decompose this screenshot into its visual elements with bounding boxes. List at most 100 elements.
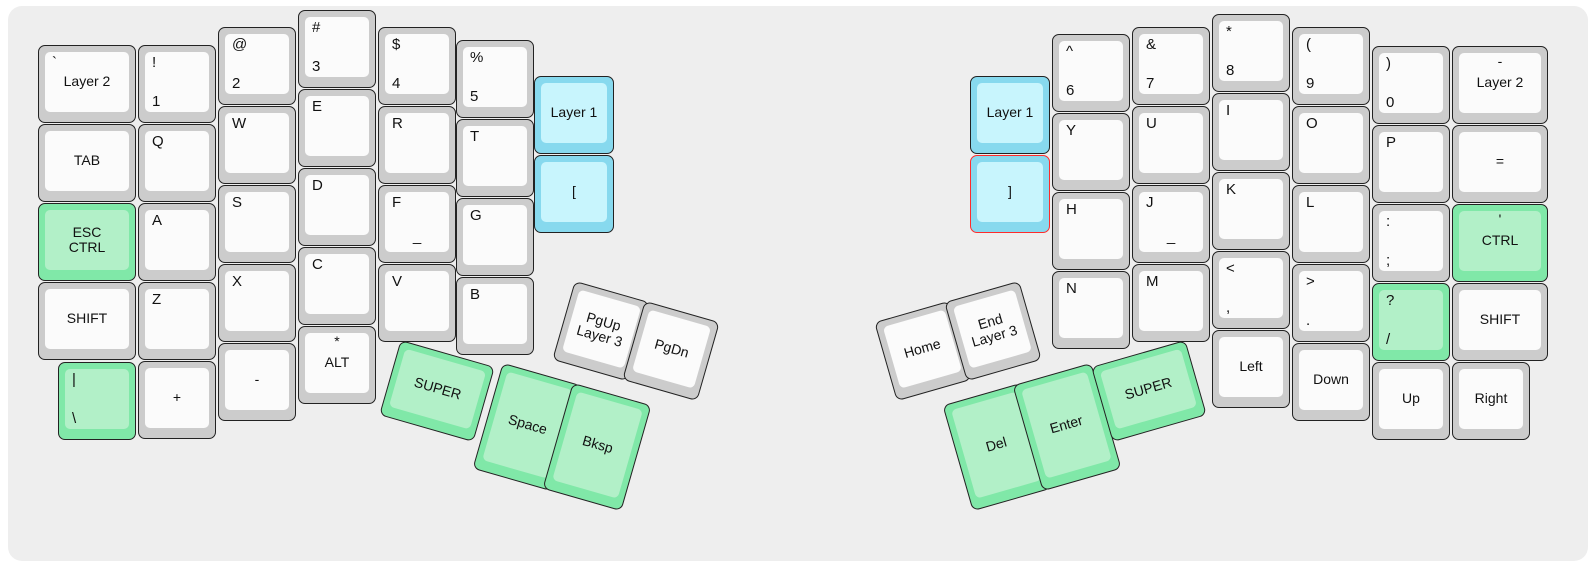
key-right-arrow[interactable]: Right — [1452, 362, 1530, 440]
key-right-index-r-0[interactable]: &7 — [1132, 27, 1210, 105]
key-left-index-2[interactable]: F_ — [378, 185, 456, 263]
key-legend-center: ALT — [324, 354, 350, 371]
key-legend-center: Layer 1 — [550, 104, 598, 121]
key-face: U — [1139, 113, 1203, 173]
key-right-ring-r-0[interactable]: (9 — [1292, 27, 1370, 105]
key-face: T — [463, 126, 527, 186]
key-right-pinky-r-4[interactable]: Up — [1372, 362, 1450, 440]
key-legend-top: V — [392, 273, 403, 290]
key-right-index-r-2[interactable]: J_ — [1132, 185, 1210, 263]
key-legend-bottom: ; — [1386, 251, 1391, 269]
key-pipe-backslash[interactable]: |\ — [58, 362, 136, 440]
key-left-thumb-outer-0[interactable]: Layer 1 — [534, 76, 614, 154]
key-right-thumb-outer-r-1[interactable]: ] — [970, 155, 1050, 233]
key-left-pinky-2[interactable]: A — [138, 203, 216, 281]
key-right-middle-r-3[interactable]: <, — [1212, 251, 1290, 329]
key-legend-center: = — [1495, 153, 1505, 170]
key-left-index-inner-2[interactable]: G — [456, 198, 534, 276]
key-right-pinky-outer-r-2[interactable]: 'CTRL — [1452, 204, 1548, 282]
key-left-ring-4[interactable]: - — [218, 343, 296, 421]
key-legend-top-center: - — [1497, 53, 1503, 69]
key-left-index-inner-0[interactable]: %5 — [456, 40, 534, 118]
key-legend-center: ESC CTRL — [68, 223, 106, 255]
key-right-pinky-r-0[interactable]: )0 — [1372, 46, 1450, 124]
key-legend-top-center: ' — [1498, 211, 1502, 227]
key-right-ring-r-4[interactable]: Down — [1292, 343, 1370, 421]
key-left-middle-0[interactable]: #3 — [298, 10, 376, 88]
key-face: @2 — [225, 34, 289, 94]
key-right-ring-r-1[interactable]: O — [1292, 106, 1370, 184]
key-legend-top: H — [1066, 201, 1077, 218]
key-left-pinky-4[interactable]: + — [138, 361, 216, 439]
key-right-pinky-r-1[interactable]: P — [1372, 125, 1450, 203]
key-left-middle-2[interactable]: D — [298, 168, 376, 246]
key-right-index-inner-r-2[interactable]: H — [1052, 192, 1130, 270]
key-face: G — [463, 205, 527, 265]
key-face: SUPER — [388, 348, 487, 430]
key-right-middle-r-4[interactable]: Left — [1212, 330, 1290, 408]
key-right-middle-r-1[interactable]: I — [1212, 93, 1290, 171]
key-left-pinky-outer-2[interactable]: ESC CTRL — [38, 203, 136, 281]
key-right-pinky-outer-r-3[interactable]: SHIFT — [1452, 283, 1548, 361]
key-left-pinky-outer-0[interactable]: `Layer 2 — [38, 45, 136, 123]
key-face: !1 — [145, 52, 209, 112]
key-right-middle-r-0[interactable]: *8 — [1212, 14, 1290, 92]
key-legend-top: | — [72, 371, 76, 388]
key-left-pinky-0[interactable]: !1 — [138, 45, 216, 123]
key-super-right[interactable]: SUPER — [1091, 340, 1207, 442]
key-left-thumb-outer-1[interactable]: [ — [534, 155, 614, 233]
key-left-middle-4[interactable]: *ALT — [298, 326, 376, 404]
key-left-pinky-1[interactable]: Q — [138, 124, 216, 202]
key-left-pinky-outer-3[interactable]: SHIFT — [38, 282, 136, 360]
key-face: Q — [145, 131, 209, 191]
key-face: F_ — [385, 192, 449, 252]
key-face: R — [385, 113, 449, 173]
key-legend-top: C — [312, 256, 323, 273]
key-face: $4 — [385, 34, 449, 94]
key-legend-center: Up — [1402, 390, 1420, 407]
key-right-pinky-r-2[interactable]: :; — [1372, 204, 1450, 282]
key-right-index-inner-r-0[interactable]: ^6 — [1052, 34, 1130, 112]
key-right-index-r-3[interactable]: M — [1132, 264, 1210, 342]
key-legend-center: Layer 1 — [986, 104, 1034, 121]
key-right-index-inner-r-1[interactable]: Y — [1052, 113, 1130, 191]
key-face: [ — [541, 162, 607, 222]
key-left-ring-0[interactable]: @2 — [218, 27, 296, 105]
key-left-middle-3[interactable]: C — [298, 247, 376, 325]
key-legend-top: A — [152, 212, 163, 229]
key-legend-top: % — [470, 49, 484, 66]
key-left-ring-1[interactable]: W — [218, 106, 296, 184]
key-left-ring-2[interactable]: S — [218, 185, 296, 263]
key-left-index-1[interactable]: R — [378, 106, 456, 184]
key-right-ring-r-2[interactable]: L — [1292, 185, 1370, 263]
key-right-index-r-1[interactable]: U — [1132, 106, 1210, 184]
key-legend-bottom: 8 — [1226, 61, 1235, 79]
key-super-left[interactable]: SUPER — [379, 340, 495, 442]
key-legend-top: T — [470, 128, 480, 145]
key-face: Y — [1059, 120, 1123, 180]
key-left-pinky-outer-1[interactable]: TAB — [38, 124, 136, 202]
key-left-pinky-3[interactable]: Z — [138, 282, 216, 360]
key-face: #3 — [305, 17, 369, 77]
key-left-index-inner-1[interactable]: T — [456, 119, 534, 197]
key-legend-top: G — [470, 207, 482, 224]
key-right-thumb-outer-r-0[interactable]: Layer 1 — [970, 76, 1050, 154]
key-right-pinky-outer-r-0[interactable]: -Layer 2 — [1452, 46, 1548, 124]
key-right-ring-r-3[interactable]: >. — [1292, 264, 1370, 342]
key-left-index-inner-3[interactable]: B — [456, 277, 534, 355]
key-right-index-inner-r-3[interactable]: N — [1052, 271, 1130, 349]
key-face: N — [1059, 278, 1123, 338]
key-left-middle-1[interactable]: E — [298, 89, 376, 167]
key-left-ring-3[interactable]: X — [218, 264, 296, 342]
key-left-index-0[interactable]: $4 — [378, 27, 456, 105]
key-right-pinky-outer-r-1[interactable]: = — [1452, 125, 1548, 203]
key-right-pinky-r-3[interactable]: ?/ — [1372, 283, 1450, 361]
key-face: A — [145, 210, 209, 270]
key-face: D — [305, 175, 369, 235]
key-face: SHIFT — [1459, 290, 1541, 350]
key-right-middle-r-2[interactable]: K — [1212, 172, 1290, 250]
key-face: `Layer 2 — [45, 52, 129, 112]
key-legend-center: SHIFT — [1479, 311, 1521, 328]
key-legend-center: TAB — [73, 152, 101, 169]
key-left-index-3[interactable]: V — [378, 264, 456, 342]
